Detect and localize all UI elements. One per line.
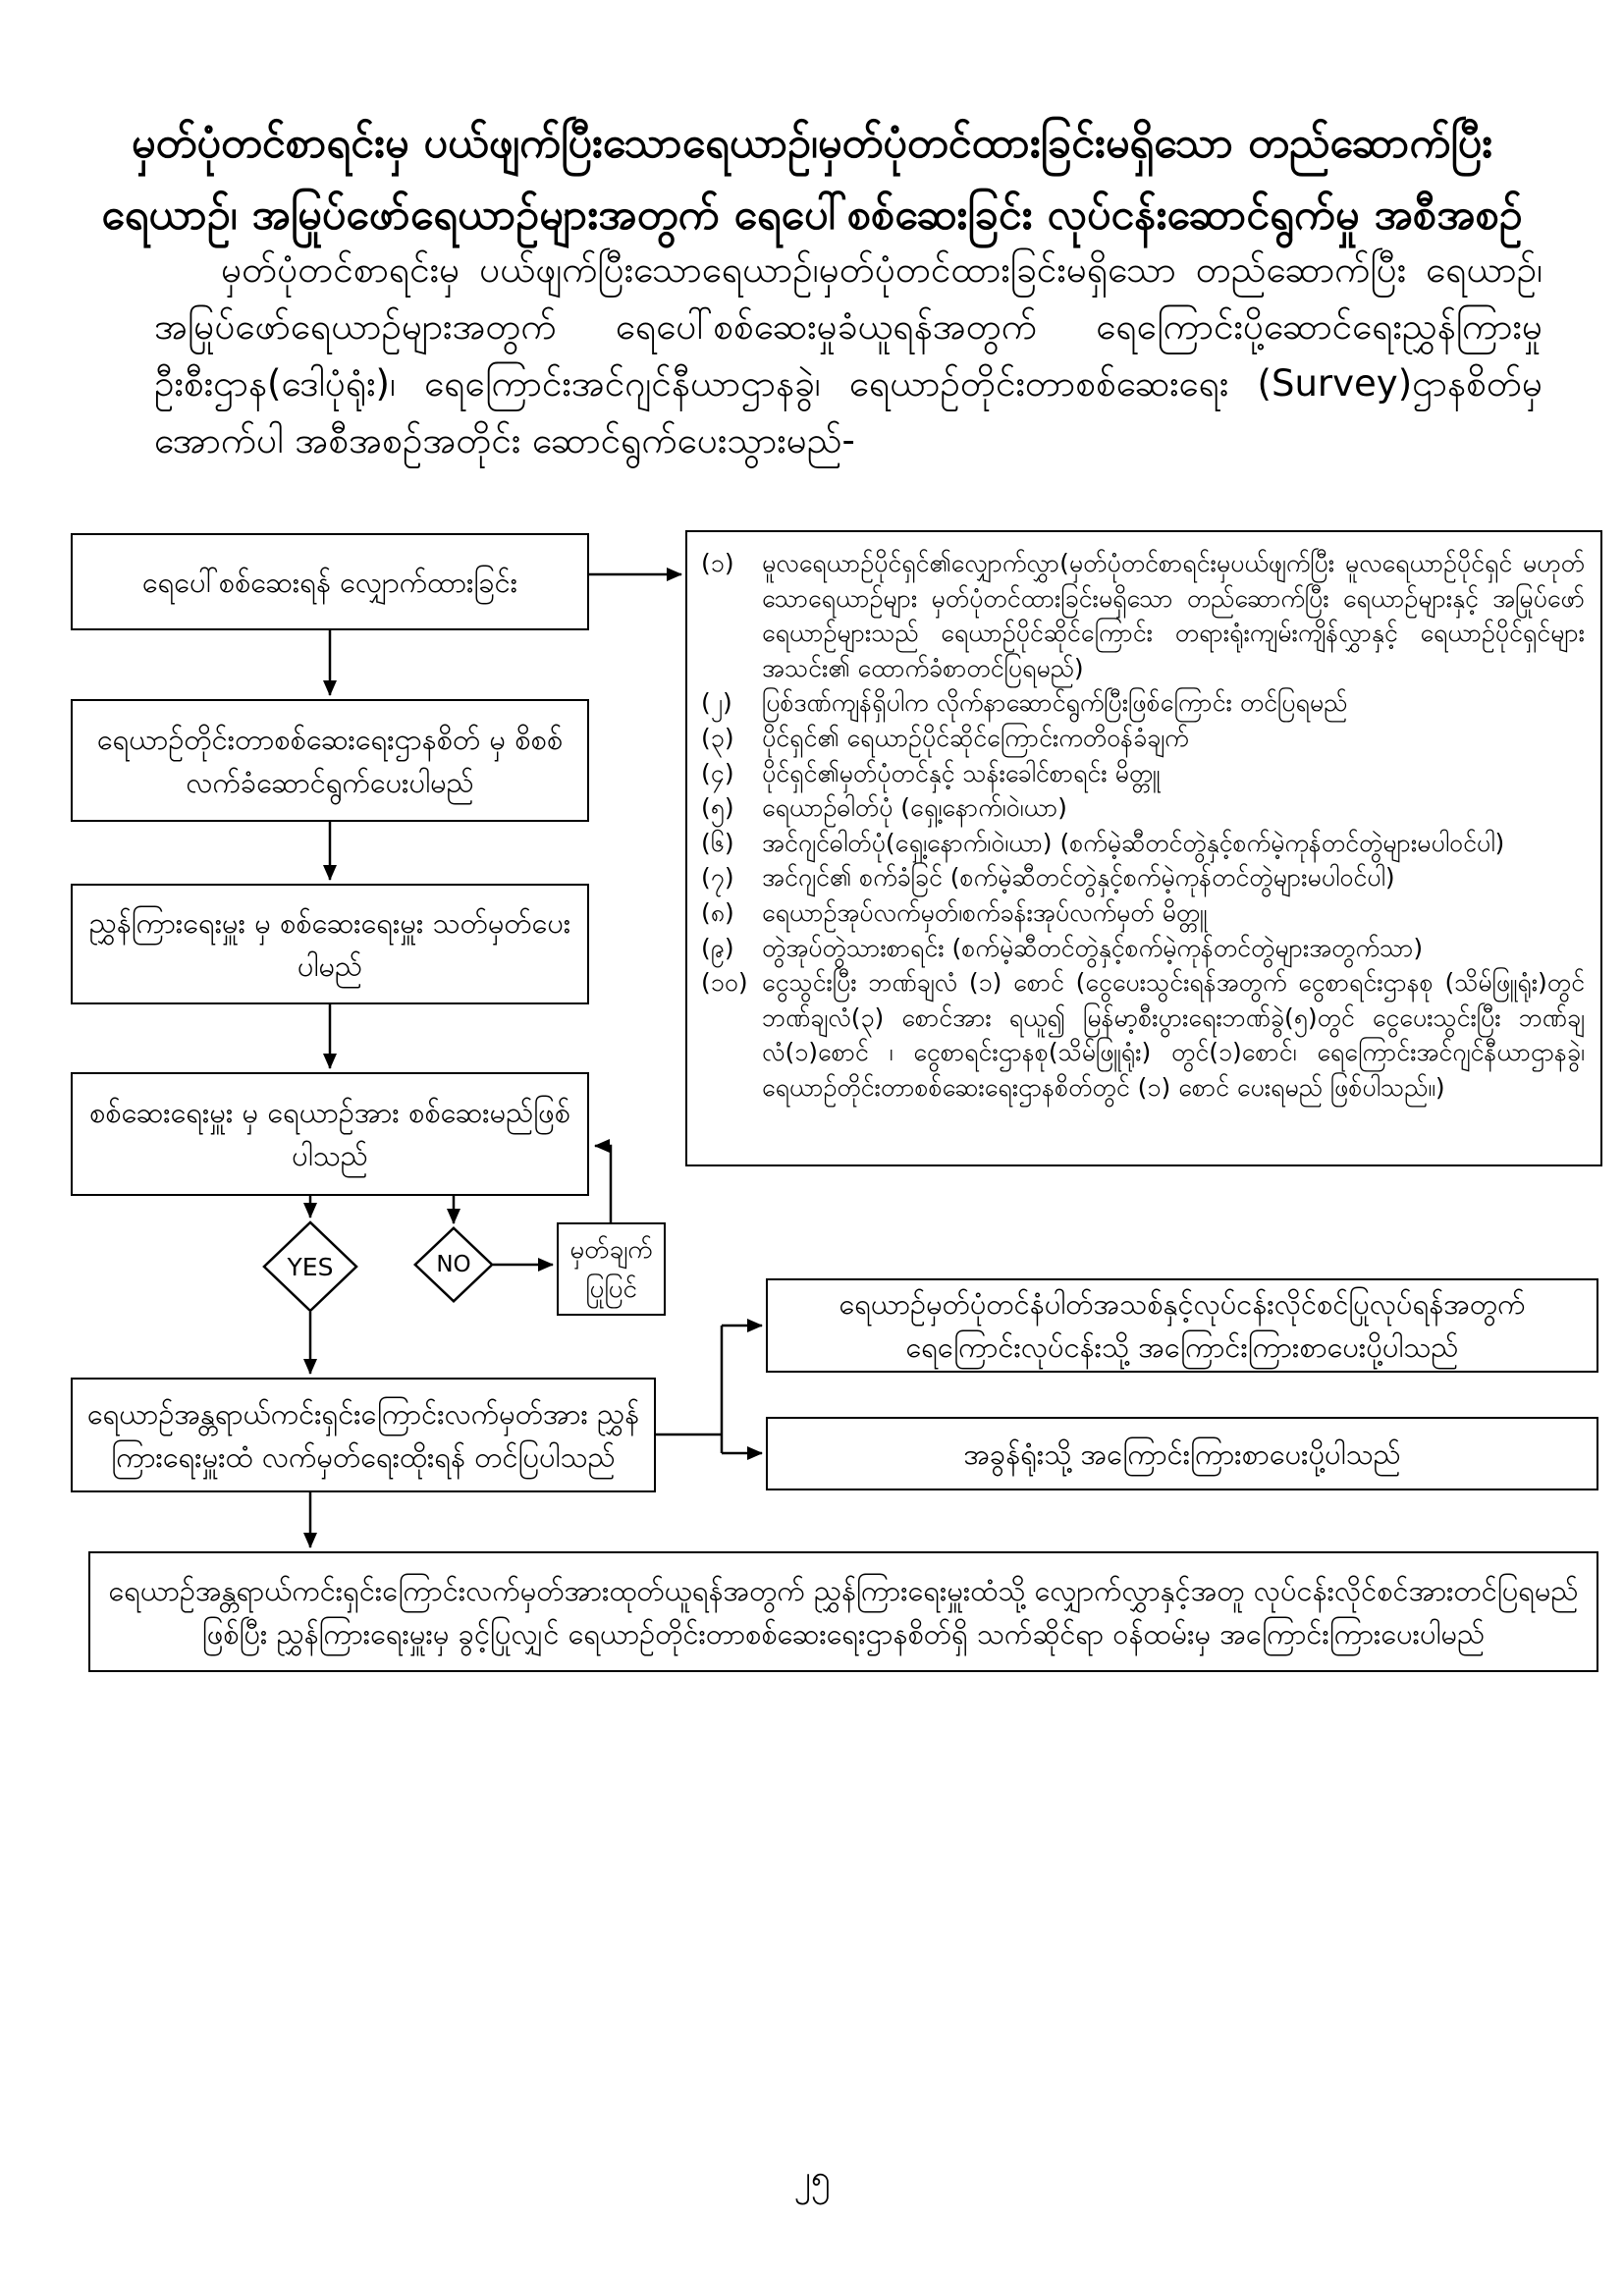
- decision-no-label: NO: [436, 1252, 471, 1277]
- diamond-shape-icon: [263, 1221, 357, 1312]
- requirement-number: (၇): [701, 863, 734, 893]
- requirement-item: (၆) အင်ဂျင်ဓါတ်ပုံ(ရှေ့၊နောက်၊ဝဲ၊ယာ) (စက…: [701, 826, 1585, 861]
- requirement-item: (၄) ပိုင်ရှင်၏မှတ်ပုံတင်နှင့် သန်းခေါင်စ…: [701, 756, 1585, 791]
- requirement-item: (၉) တွဲအုပ်တွဲသားစာရင်း (စက်မဲ့ဆီတင်တွဲန…: [701, 931, 1585, 966]
- requirement-text: ရေယာဉ်ဓါတ်ပုံ (ရှေ့၊နောက်၊ဝဲ၊ယာ): [762, 793, 1067, 823]
- decision-diamond-yes: YES: [263, 1221, 357, 1312]
- requirement-item: (၃) ပိုင်ရှင်၏ ရေယာဉ်ပိုင်ဆိုင်ကြောင်းကတ…: [701, 721, 1585, 756]
- requirements-list: (၁) မူလရေယာဉ်ပိုင်ရှင်၏လျှောက်လွှာ(မှတ်ပ…: [701, 546, 1585, 1106]
- requirement-text: ပိုင်ရှင်၏မှတ်ပုံတင်နှင့် သန်းခေါင်စာရင်…: [762, 758, 1161, 787]
- flow-box-notify-marine-business: ရေယာဉ်မှတ်ပုံတင်နံပါတ်အသစ်နှင့်လုပ်ငန်းလ…: [766, 1278, 1598, 1373]
- requirement-text: မူလရေယာဉ်ပိုင်ရှင်၏လျှောက်လွှာ(မှတ်ပုံတင…: [762, 549, 1585, 682]
- requirement-number: (၂): [701, 688, 732, 718]
- flow-box-safety-certificate: ရေယာဉ်အန္တရာယ်ကင်းရှင်းကြောင်းလက်မှတ်အား…: [71, 1378, 656, 1492]
- page-number: ၂၅: [793, 2159, 831, 2198]
- arrow-remark-back-to-inspect: [594, 1139, 613, 1222]
- requirement-number: (၁): [701, 549, 734, 577]
- requirement-text: ပြစ်ဒဏ်ကျန်ရှိပါက လိုက်နာဆောင်ရွက်ပြီးဖြ…: [762, 688, 1348, 718]
- decision-diamond-no: NO: [414, 1227, 493, 1302]
- flow-box-notify-tax-office-label: အခွန်ရုံးသို့ အကြောင်းကြားစာပေးပို့ပါသည်: [963, 1436, 1401, 1471]
- page-title: မှတ်ပုံတင်စာရင်းမှ ပယ်ဖျက်ပြီးသောရေယာဉ်၊…: [69, 108, 1555, 251]
- requirement-number: (၉): [701, 933, 734, 962]
- requirement-text: ပိုင်ရှင်၏ ရေယာဉ်ပိုင်ဆိုင်ကြောင်းကတိဝန်…: [762, 723, 1189, 752]
- flow-box-apply: ရေပေါ်စစ်ဆေးရန် လျှောက်ထားခြင်း: [71, 533, 589, 630]
- requirement-number: (၃): [701, 723, 734, 752]
- requirement-item: (၁) မူလရေယာဉ်ပိုင်ရှင်၏လျှောက်လွှာ(မှတ်ပ…: [701, 546, 1585, 685]
- requirement-number: (၈): [701, 897, 734, 927]
- requirement-text: ရေယာဉ်အုပ်လက်မှတ်၊စက်ခန်းအုပ်လက်မှတ် မိတ…: [762, 897, 1208, 927]
- flow-box-apply-label: ရေပေါ်စစ်ဆေးရန် လျှောက်ထားခြင်း: [141, 565, 518, 599]
- flow-box-director-assign: ညွှန်ကြားရေးမှူး မှ စစ်ဆေးရေးမှူး သတ်မှတ…: [71, 884, 589, 1004]
- intro-paragraph: မှတ်ပုံတင်စာရင်းမှ ပယ်ဖျက်ပြီးသောရေယာဉ်၊…: [154, 248, 1543, 461]
- requirement-number: (၁၀): [701, 968, 748, 998]
- requirement-text: အင်ဂျင်၏ စက်ခံခြင် (စက်မဲ့ဆီတင်တွဲနှင့်စ…: [762, 863, 1395, 893]
- requirements-box: (၁) မူလရေယာဉ်ပိုင်ရှင်၏လျှောက်လွှာ(မှတ်ပ…: [685, 530, 1602, 1166]
- flow-box-final-step: ရေယာဉ်အန္တရာယ်ကင်းရှင်းကြောင်းလက်မှတ်အား…: [88, 1551, 1598, 1672]
- requirement-item: (၅) ရေယာဉ်ဓါတ်ပုံ (ရှေ့၊နောက်၊ဝဲ၊ယာ): [701, 790, 1585, 826]
- flow-box-director-assign-label: ညွှန်ကြားရေးမှူး မှ စစ်ဆေးရေးမှူး သတ်မှတ…: [88, 905, 571, 983]
- requirement-item: (၁၀) ငွေသွင်းပြီး ဘဏ်ချလံ (၁) စောင် (ငွေ…: [701, 965, 1585, 1105]
- flow-box-inspection-label: စစ်ဆေးရေးမှူး မှ ရေယာဉ်အား စစ်ဆေးမည်ဖြစ်…: [88, 1096, 570, 1172]
- requirement-number: (၆): [701, 828, 734, 857]
- diamond-shape-icon: [414, 1227, 493, 1302]
- requirement-number: (၅): [701, 793, 734, 823]
- requirement-item: (၈) ရေယာဉ်အုပ်လက်မှတ်၊စက်ခန်းအုပ်လက်မှတ်…: [701, 895, 1585, 931]
- requirement-item: (၂) ပြစ်ဒဏ်ကျန်ရှိပါက လိုက်နာဆောင်ရွက်ပြ…: [701, 685, 1585, 721]
- requirement-text: အင်ဂျင်ဓါတ်ပုံ(ရှေ့၊နောက်၊ဝဲ၊ယာ) (စက်မဲ့…: [762, 828, 1505, 857]
- flow-box-survey-department-label: ရေယာဉ်တိုင်းတာစစ်ဆေးရေးဌာနစိတ် မှ စိစစ်လ…: [96, 722, 564, 799]
- page-title-line-2: ရေယာဉ်၊ အမြုပ်ဖော်ရေယာဉ်များအတွက် ရေပေါ်…: [101, 190, 1523, 240]
- requirement-number: (၄): [701, 758, 734, 787]
- requirement-text: တွဲအုပ်တွဲသားစာရင်း (စက်မဲ့ဆီတင်တွဲနှင့်…: [762, 933, 1424, 962]
- requirement-item: (၇) အင်ဂျင်၏ စက်ခံခြင် (စက်မဲ့ဆီတင်တွဲနှ…: [701, 860, 1585, 895]
- flow-box-survey-department: ရေယာဉ်တိုင်းတာစစ်ဆေးရေးဌာနစိတ် မှ စိစစ်လ…: [71, 699, 589, 822]
- decision-yes-label: YES: [287, 1252, 334, 1281]
- flow-box-notify-tax-office: အခွန်ရုံးသို့ အကြောင်းကြားစာပေးပို့ပါသည်: [766, 1417, 1598, 1490]
- requirement-text: ငွေသွင်းပြီး ဘဏ်ချလံ (၁) စောင် (ငွေပေးသွ…: [762, 968, 1585, 1102]
- flow-box-inspection: စစ်ဆေးရေးမှူး မှ ရေယာဉ်အား စစ်ဆေးမည်ဖြစ်…: [71, 1072, 589, 1196]
- page-title-line-1: မှတ်ပုံတင်စာရင်းမှ ပယ်ဖျက်ပြီးသောရေယာဉ်၊…: [131, 119, 1493, 168]
- flow-box-remark-fix: မှတ်ချက် ပြုပြင်: [557, 1222, 666, 1316]
- flow-box-notify-marine-business-label: ရေယာဉ်မှတ်ပုံတင်နံပါတ်အသစ်နှင့်လုပ်ငန်းလ…: [839, 1287, 1526, 1364]
- flow-box-final-step-label: ရေယာဉ်အန္တရာယ်ကင်းရှင်းကြောင်းလက်မှတ်အား…: [108, 1573, 1579, 1651]
- flow-box-safety-certificate-label: ရေယာဉ်အန္တရာယ်ကင်းရှင်းကြောင်းလက်မှတ်အား…: [86, 1396, 640, 1474]
- flow-box-remark-fix-label: မှတ်ချက် ပြုပြင်: [569, 1234, 653, 1304]
